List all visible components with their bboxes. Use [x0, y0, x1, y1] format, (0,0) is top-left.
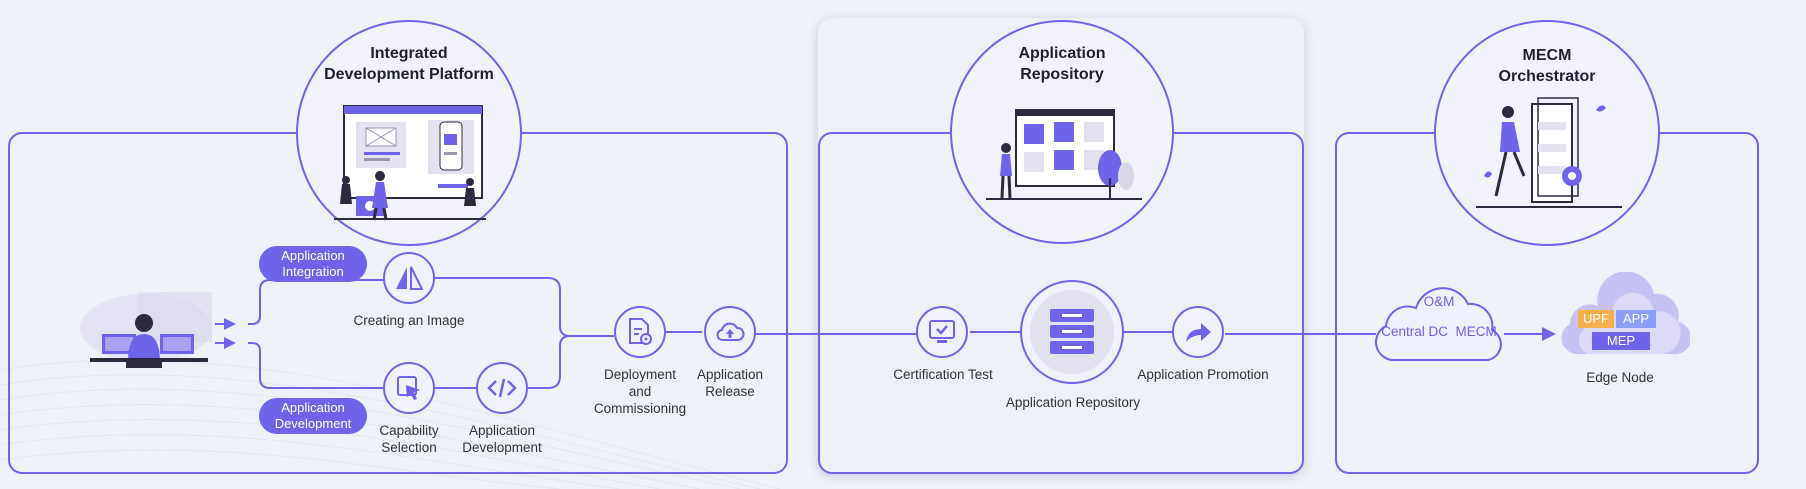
share-arrow-icon — [1186, 323, 1211, 342]
deployment-node — [614, 306, 666, 358]
capability-selection-label: Capability Selection — [361, 422, 457, 456]
orchestrator-illustration — [1476, 97, 1622, 208]
server-stack-icon — [1050, 309, 1094, 354]
monitor-check-icon — [929, 320, 955, 343]
edge-node: UPF APP MEP — [1558, 272, 1690, 358]
dev-platform-title: Integrated Development Platform — [298, 43, 520, 85]
development-pill-line1: Application — [281, 400, 345, 415]
development-pill-line2: Development — [274, 416, 352, 431]
app-repository-title: Application Repository — [952, 43, 1172, 85]
integration-pill-line1: Application — [281, 248, 345, 263]
release-label-line2: Release — [705, 384, 755, 399]
mecm-title-line1: MECM — [1522, 47, 1572, 64]
app-dev-label-line1: Application — [468, 423, 536, 438]
cloud-central-dc-label: Central DC MECM — [1381, 324, 1497, 339]
application-repository-node — [1020, 280, 1124, 384]
repository-node-inner — [1030, 290, 1114, 374]
app-dev-label-line2: Development — [462, 440, 542, 455]
app-repository-title-line2: Repository — [1020, 66, 1104, 83]
application-development-node — [476, 362, 528, 414]
dev-platform-title-line1: Integrated — [370, 45, 448, 62]
mep-block: MEP — [1592, 332, 1650, 350]
release-label-line1: Application — [696, 367, 764, 382]
repository-illustration — [986, 109, 1142, 200]
edge-node-label: Edge Node — [1586, 370, 1654, 385]
dev-platform-title-line2: Development Platform — [324, 66, 494, 83]
creating-image-node — [383, 252, 435, 304]
creating-image-label: Creating an Image — [353, 313, 465, 328]
deploy-label-line1: Deployment — [603, 367, 677, 382]
application-release-label: Application Release — [680, 366, 780, 400]
app-repository-circle: Application Repository — [950, 20, 1174, 244]
cloud-om-label: O&M — [1423, 294, 1455, 309]
certification-test-label: Certification Test — [893, 367, 993, 382]
mecm-title: MECM Orchestrator — [1436, 45, 1658, 87]
capability-label-line1: Capability — [379, 423, 439, 438]
application-repository-label: Application Repository — [1005, 395, 1141, 410]
cloud-upload-icon — [716, 322, 745, 341]
cloud-shape — [1375, 287, 1502, 361]
app-block: APP — [1616, 310, 1656, 328]
application-integration-pill: Application Integration — [259, 246, 367, 282]
application-release-node — [704, 306, 756, 358]
deploy-label-line2: and — [628, 384, 652, 399]
upf-block: UPF — [1578, 310, 1614, 328]
application-promotion-label: Application Promotion — [1137, 367, 1269, 382]
mirror-image-icon — [396, 266, 424, 290]
dev-platform-circle: Integrated Development Platform — [296, 20, 522, 246]
deployment-label: Deployment and Commissioning — [590, 366, 690, 417]
document-gear-icon — [629, 318, 652, 345]
application-development-pill: Application Development — [259, 398, 367, 434]
cursor-select-icon — [397, 376, 420, 400]
deploy-label-line3: Commissioning — [593, 401, 687, 416]
application-development-label: Application Development — [452, 422, 552, 456]
integration-pill-line2: Integration — [282, 264, 344, 279]
app-repository-title-line1: Application — [1018, 45, 1106, 62]
central-dc-cloud: O&M Central DC MECM — [1372, 278, 1506, 362]
certification-test-node — [916, 306, 968, 358]
code-icon — [487, 378, 517, 398]
application-promotion-node — [1172, 306, 1224, 358]
developer-illustration — [78, 292, 218, 370]
mecm-title-line2: Orchestrator — [1498, 68, 1596, 85]
mecm-circle: MECM Orchestrator — [1434, 20, 1660, 246]
web-design-illustration — [334, 105, 486, 221]
capability-label-line2: Selection — [381, 440, 437, 455]
capability-selection-node — [383, 362, 435, 414]
